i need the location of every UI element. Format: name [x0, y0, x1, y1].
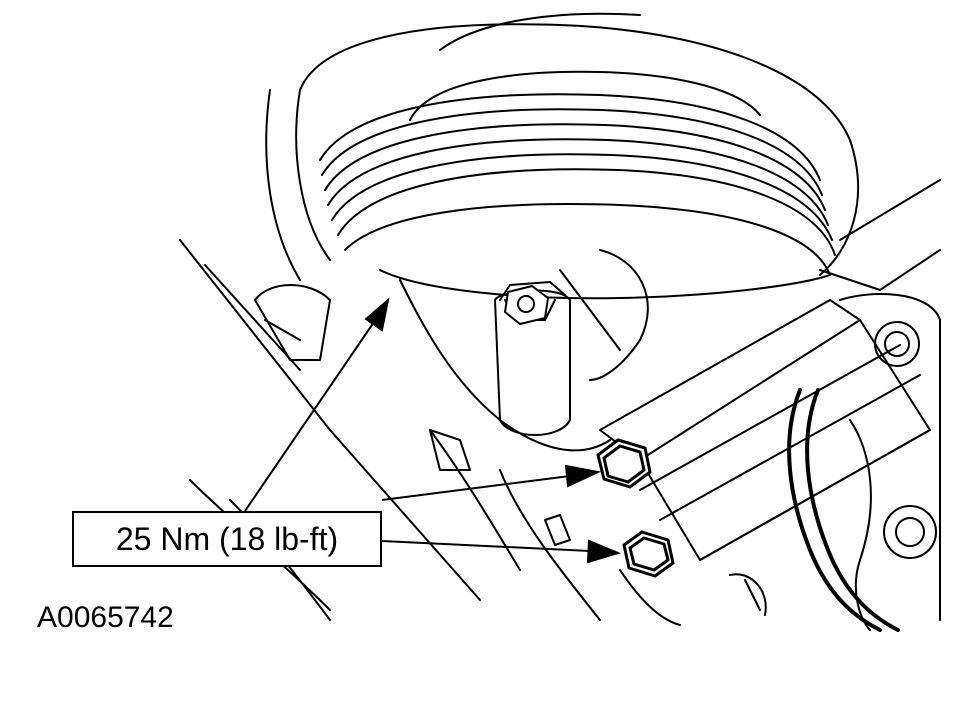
torque-callout: 25 Nm (18 lb-ft) — [72, 511, 382, 567]
figure-id: A0065742 — [37, 601, 174, 634]
pulley — [295, 12, 859, 300]
mounting-bracket — [599, 179, 941, 561]
arrow-icon — [244, 297, 390, 512]
wiring-harness — [787, 388, 900, 632]
bolt-icon — [596, 438, 675, 578]
lower-components — [429, 429, 767, 626]
arrow-icon — [381, 539, 621, 564]
compressor-body — [399, 249, 649, 452]
engine-block-right — [839, 293, 941, 631]
arrow-icon — [381, 464, 602, 501]
bolt-icon — [504, 285, 549, 325]
